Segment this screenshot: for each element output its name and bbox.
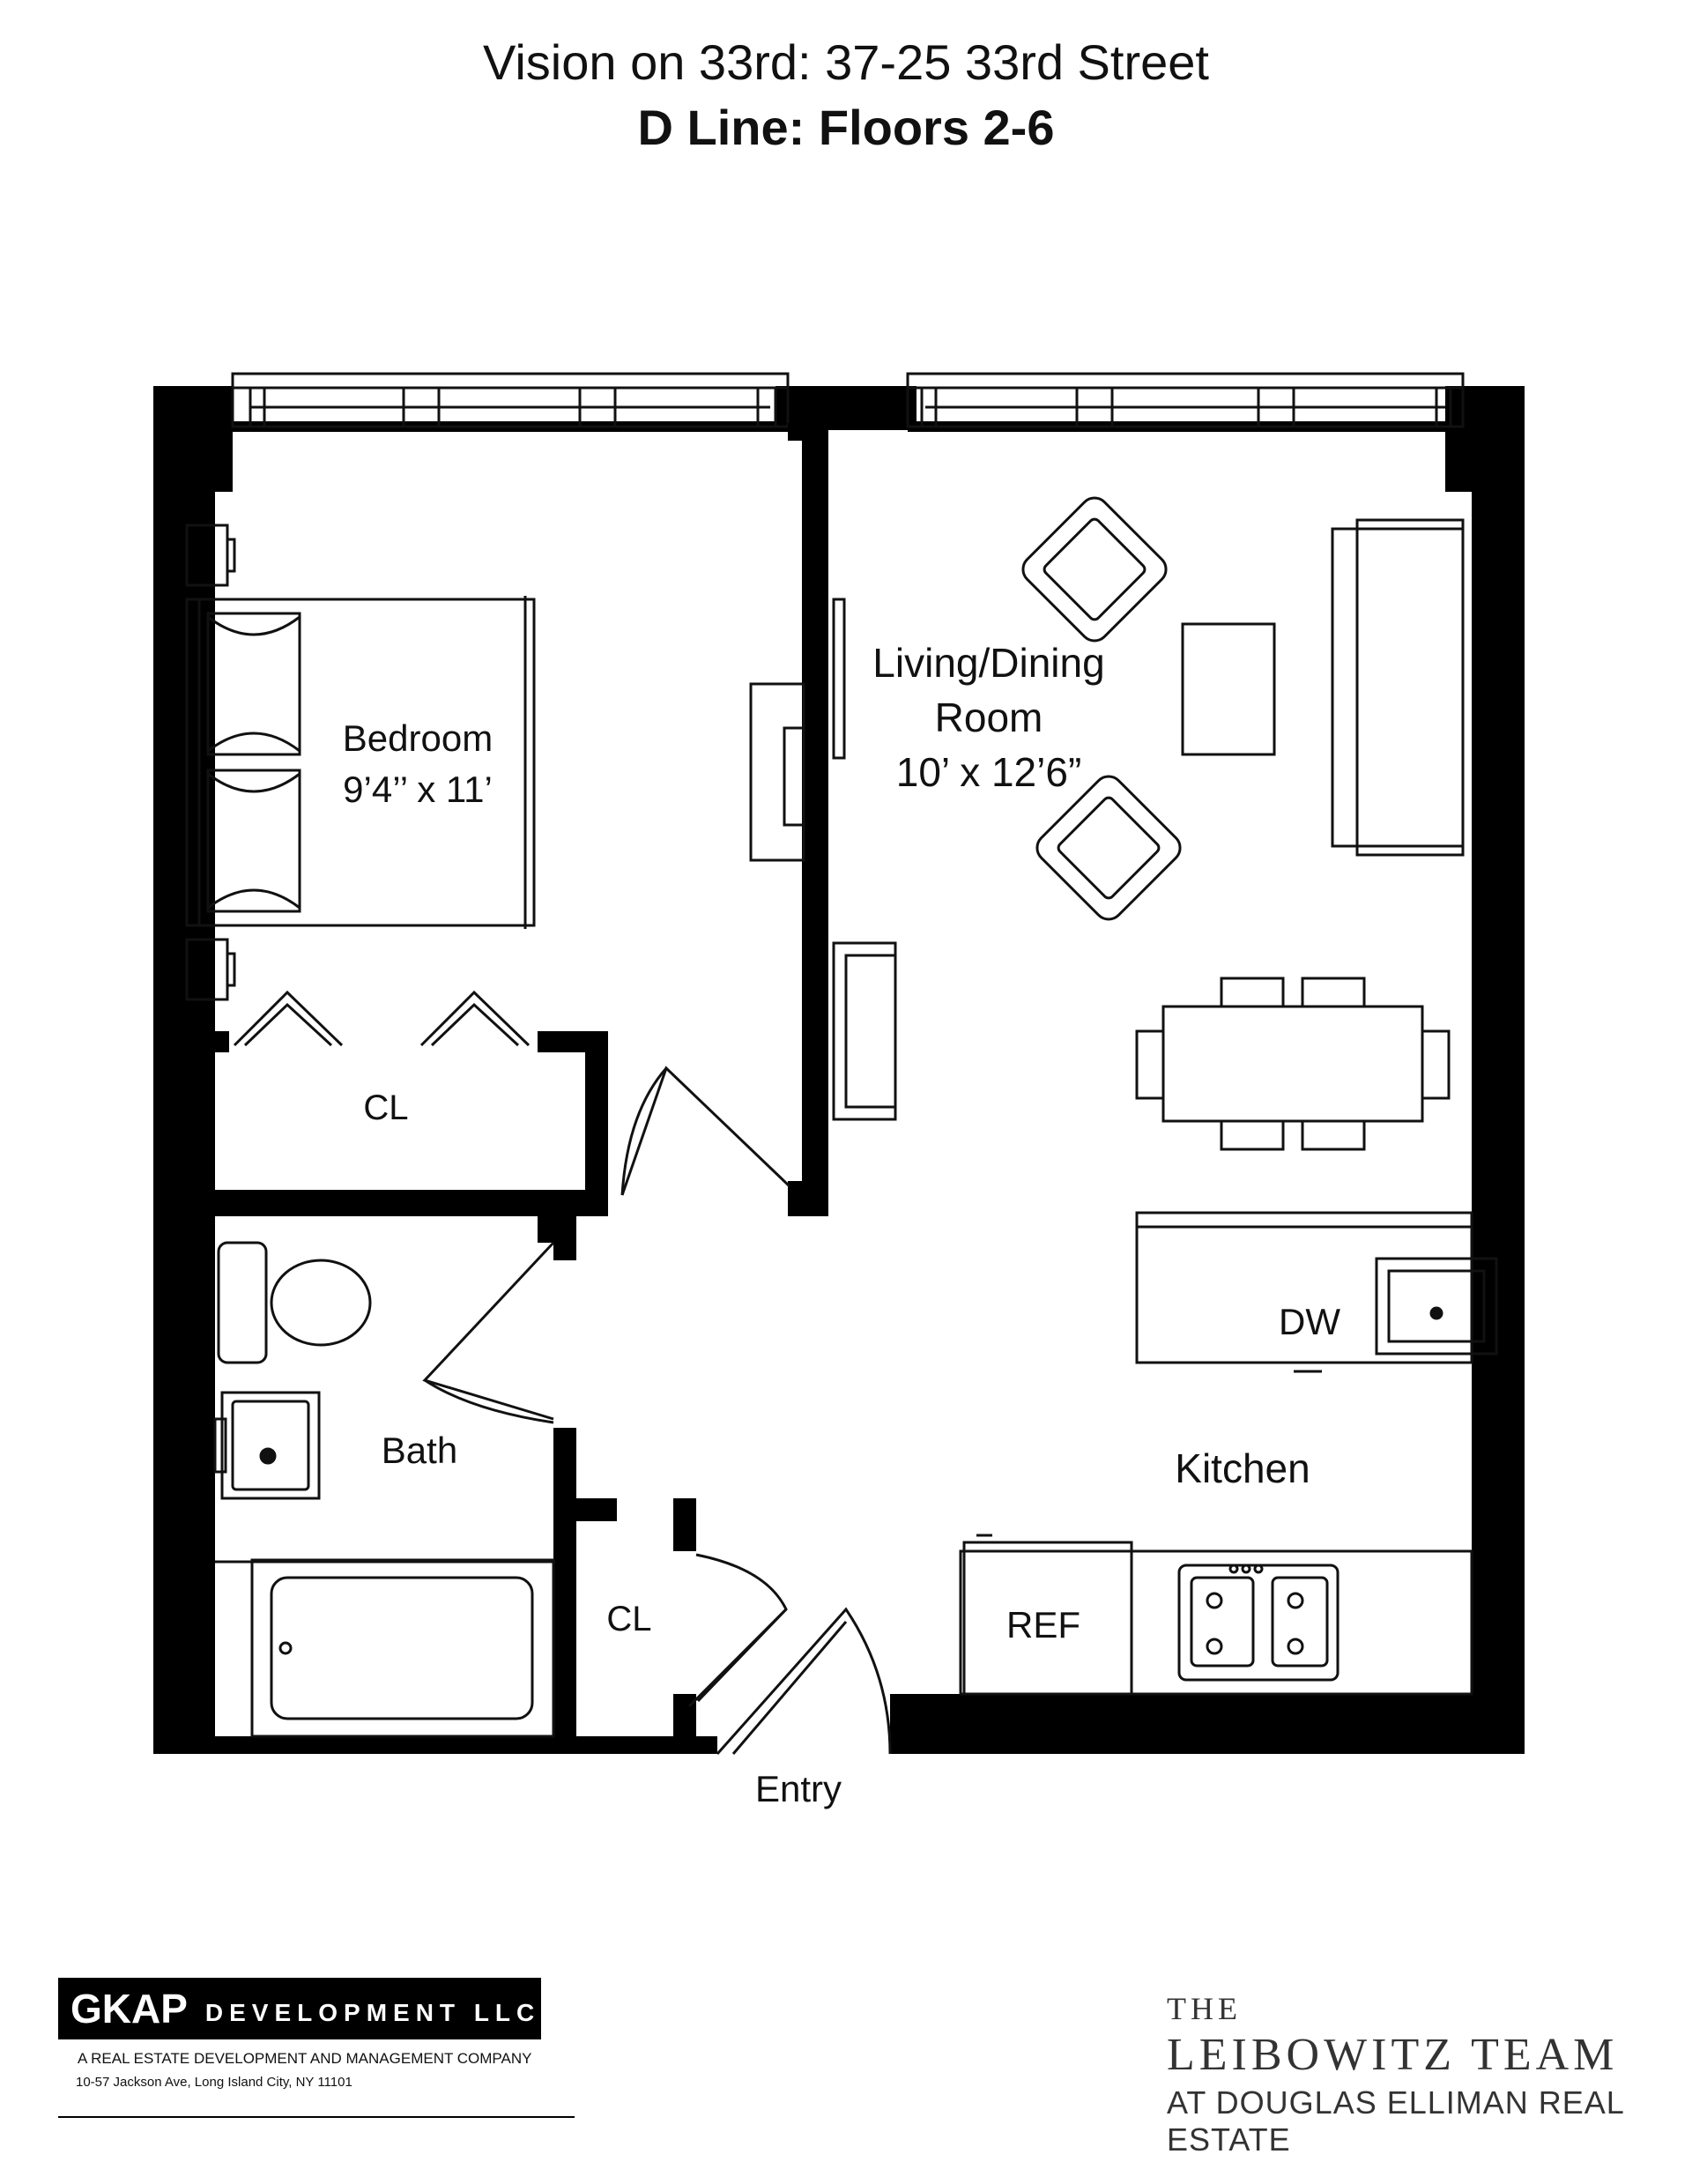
dining-table bbox=[1135, 977, 1451, 1151]
windows bbox=[231, 372, 1465, 428]
bedroom-closet-label: CL bbox=[363, 1088, 408, 1127]
bath-door bbox=[422, 1241, 555, 1424]
dresser bbox=[749, 682, 805, 862]
sofa bbox=[1331, 518, 1465, 857]
nightstands bbox=[185, 524, 236, 1001]
bedroom-label: Bedroom bbox=[343, 717, 493, 759]
bed bbox=[185, 596, 536, 929]
developer-address: 10-57 Jackson Ave, Long Island City, NY … bbox=[76, 2075, 352, 2090]
bedroom-door bbox=[620, 1066, 791, 1196]
developer-logo: GKAP DEVELOPMENT LLC A REAL ESTATE DEVEL… bbox=[58, 1978, 578, 2118]
living-room-label-2: Room bbox=[935, 695, 1043, 740]
team-logo-the: THE bbox=[1167, 1991, 1242, 2026]
team-logo-brokerage: AT DOUGLAS ELLIMAN REAL ESTATE bbox=[1167, 2084, 1624, 2158]
living-room-dimensions: 10’ x 12’6” bbox=[896, 749, 1082, 795]
team-logo-name: LEIBOWITZ TEAM bbox=[1167, 2030, 1619, 2080]
bedroom-dimensions: 9’4’’ x 11’ bbox=[343, 769, 493, 810]
footer-divider bbox=[58, 2116, 575, 2118]
kitchen-bottom-counter bbox=[959, 1534, 1473, 1696]
developer-suffix: DEVELOPMENT LLC bbox=[204, 1999, 541, 2026]
tv-console bbox=[832, 598, 897, 1121]
bath-label: Bath bbox=[382, 1430, 457, 1471]
closet-doors bbox=[233, 990, 531, 1047]
kitchen-counter bbox=[1135, 1211, 1498, 1373]
bath-fixtures bbox=[213, 1241, 555, 1738]
developer-logo-box: GKAP DEVELOPMENT LLC bbox=[58, 1978, 541, 2039]
armchairs bbox=[1021, 496, 1182, 921]
developer-tagline: A REAL ESTATE DEVELOPMENT AND MANAGEMENT… bbox=[78, 2050, 532, 2067]
developer-name: GKAP bbox=[70, 1986, 188, 2032]
team-logo: THE LEIBOWITZ TEAM AT DOUGLAS ELLIMAN RE… bbox=[1167, 1990, 1660, 2158]
coffee-table bbox=[1181, 622, 1276, 756]
exterior-walls bbox=[153, 386, 1525, 1754]
interior-walls bbox=[176, 423, 828, 1754]
entry-door bbox=[716, 1607, 892, 1755]
entry-closet-door bbox=[687, 1553, 788, 1708]
refrigerator-label: REF bbox=[1006, 1604, 1080, 1645]
plan-title: Vision on 33rd: 37-25 33rd Street bbox=[483, 34, 1209, 90]
entry-closet-label: CL bbox=[606, 1600, 651, 1638]
entry-label: Entry bbox=[755, 1768, 842, 1809]
plan-subtitle: D Line: Floors 2-6 bbox=[637, 100, 1055, 155]
kitchen-label: Kitchen bbox=[1175, 1445, 1310, 1491]
living-room-label: Living/Dining bbox=[872, 640, 1104, 686]
dishwasher-label: DW bbox=[1279, 1301, 1340, 1342]
